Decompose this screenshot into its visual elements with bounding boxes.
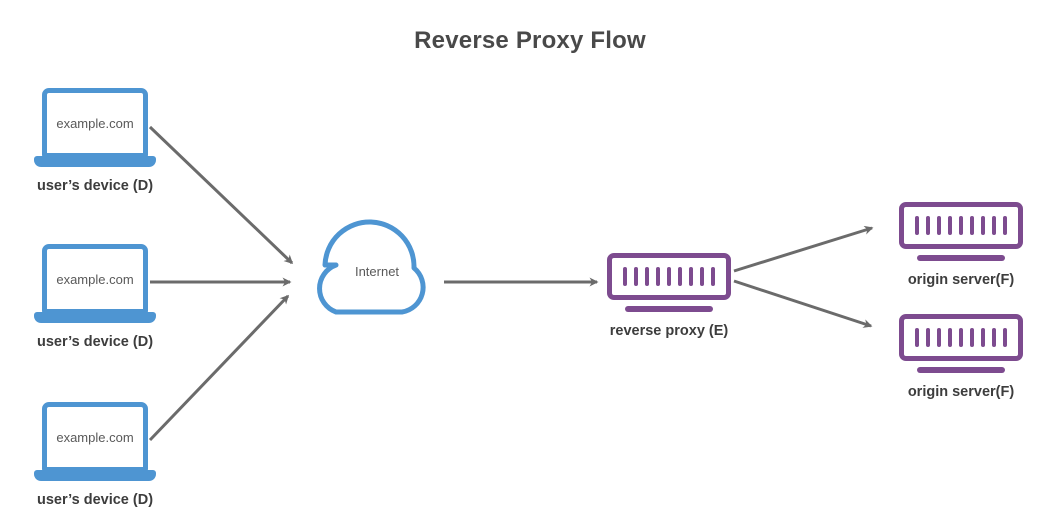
arrow-device1-to-internet xyxy=(148,125,294,265)
laptop-base xyxy=(34,312,156,323)
origin-server-1: origin server(F) xyxy=(899,202,1023,288)
reverse-proxy: reverse proxy (E) xyxy=(607,253,731,339)
user-device-3: example.com user’s device (D) xyxy=(34,402,156,508)
device-caption: user’s device (D) xyxy=(36,492,154,508)
device-screen-label: example.com xyxy=(56,271,134,287)
arrow-proxy-to-origin1 xyxy=(733,225,874,273)
server-icon xyxy=(607,253,731,300)
user-device-1: example.com user’s device (D) xyxy=(34,88,156,194)
device-screen-label: example.com xyxy=(56,429,134,445)
origin-server-2: origin server(F) xyxy=(899,314,1023,400)
laptop-base xyxy=(34,156,156,167)
laptop-base xyxy=(34,470,156,481)
server-shadow-bar xyxy=(917,367,1005,373)
laptop-icon: example.com xyxy=(42,88,148,158)
server-icon xyxy=(899,202,1023,249)
laptop-icon: example.com xyxy=(42,244,148,314)
origin-server-caption: origin server(F) xyxy=(907,384,1015,400)
device-screen-label: example.com xyxy=(56,115,134,131)
diagram-title: Reverse Proxy Flow xyxy=(414,27,646,54)
arrow-device3-to-internet xyxy=(148,294,290,442)
server-shadow-bar xyxy=(625,306,713,312)
user-device-2: example.com user’s device (D) xyxy=(34,244,156,350)
server-shadow-bar xyxy=(917,255,1005,261)
server-icon xyxy=(899,314,1023,361)
origin-server-caption: origin server(F) xyxy=(907,272,1015,288)
laptop-icon: example.com xyxy=(42,402,148,472)
device-caption: user’s device (D) xyxy=(36,334,154,350)
device-caption: user’s device (D) xyxy=(36,178,154,194)
reverse-proxy-caption: reverse proxy (E) xyxy=(609,323,729,339)
internet-label: Internet xyxy=(354,264,400,279)
arrow-proxy-to-origin2 xyxy=(733,279,873,328)
